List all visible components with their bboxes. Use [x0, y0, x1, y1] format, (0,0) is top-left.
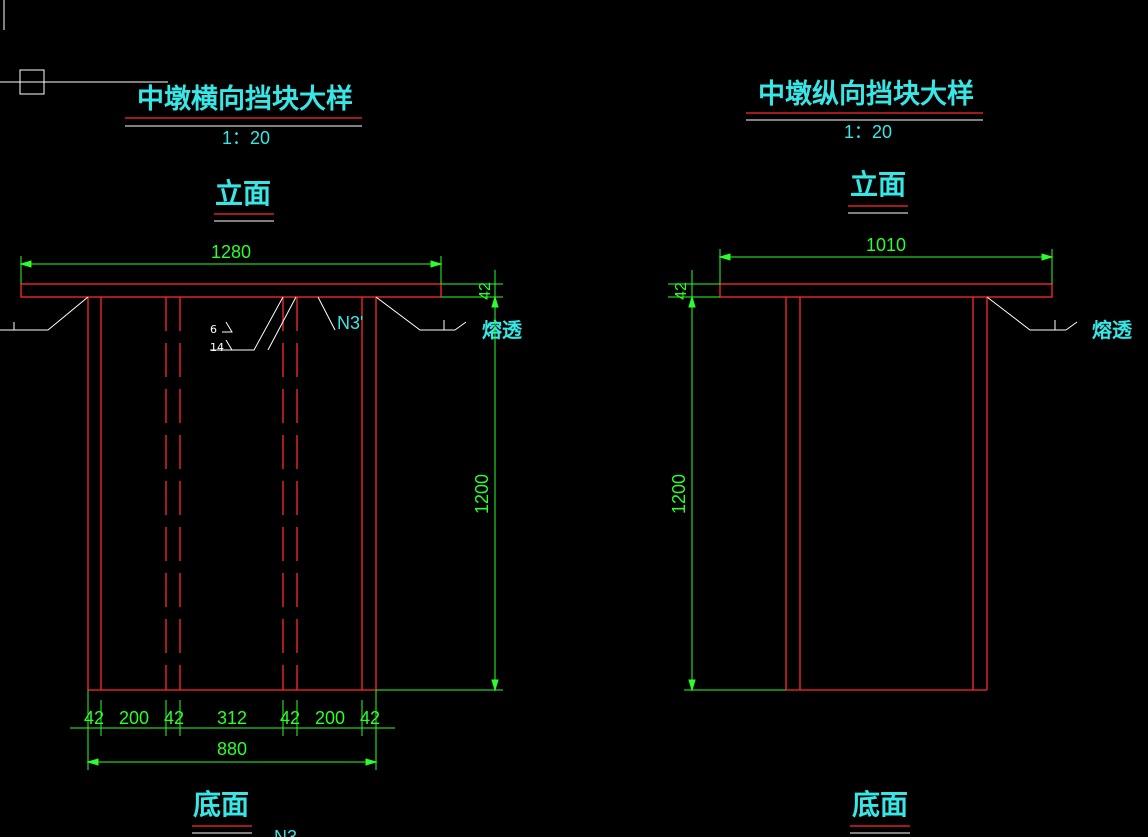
left-dim-bottom-6: 200: [315, 708, 345, 728]
left-part-label-cut: N3: [274, 827, 297, 837]
left-dim-bottom-1: 42: [84, 708, 104, 728]
right-detail: 中墩纵向挡块大样 1：20 立面 1010: [668, 78, 1133, 834]
right-top-plate: [719, 283, 1053, 298]
left-dim-bottom-5: 42: [280, 708, 300, 728]
right-title: 中墩纵向挡块大样: [758, 78, 974, 110]
left-dim-top-label: 1280: [211, 242, 251, 262]
right-weld-label: 熔透: [1092, 318, 1133, 342]
left-hidden-webs: [165, 297, 298, 690]
left-dim-total-bottom: 880: [217, 739, 247, 759]
left-view-elevation: 立面: [215, 177, 271, 210]
left-dim-bottom-2: 200: [119, 708, 149, 728]
left-weld-size-b: 14: [210, 341, 224, 354]
left-dim-bottom-4: 312: [217, 708, 247, 728]
left-webs: [87, 297, 377, 691]
left-dim-top: [19, 256, 443, 284]
left-dim-bottom: [70, 690, 395, 770]
right-view-elevation: 立面: [850, 168, 906, 201]
left-weld-label: 熔透: [482, 318, 523, 342]
right-dim-top-thk: 42: [673, 282, 690, 300]
left-title: 中墩横向挡块大样: [137, 83, 353, 115]
left-top-plate: [20, 283, 442, 298]
left-dims-bottom-labels: 42 200 42 312 42 200 42 880: [84, 708, 380, 759]
right-dim-left: [668, 270, 786, 692]
left-dim-top-thk: 42: [477, 282, 494, 300]
left-dim-bottom-3: 42: [164, 708, 184, 728]
left-detail: 中墩横向挡块大样 1：20 立面 1280: [0, 83, 523, 837]
left-part-label: N3': [337, 313, 363, 333]
left-view-bottom: 底面: [193, 788, 249, 821]
left-dim-bottom-7: 42: [360, 708, 380, 728]
left-dim-height: 1200: [472, 474, 492, 514]
right-webs: [785, 297, 988, 691]
right-scale: 1：20: [844, 122, 892, 142]
left-dim-right: [376, 270, 503, 692]
right-dim-height: 1200: [669, 474, 689, 514]
left-scale: 1：20: [222, 128, 270, 148]
right-dim-top: [718, 249, 1054, 284]
right-weld-leader: [986, 296, 1078, 331]
drawing-fragment-top-left: [0, 0, 168, 95]
right-dim-top-label: 1010: [866, 235, 906, 255]
left-weld-size-a: 6: [210, 323, 217, 336]
left-weld-leaders: [0, 296, 467, 351]
right-view-bottom: 底面: [852, 788, 908, 821]
